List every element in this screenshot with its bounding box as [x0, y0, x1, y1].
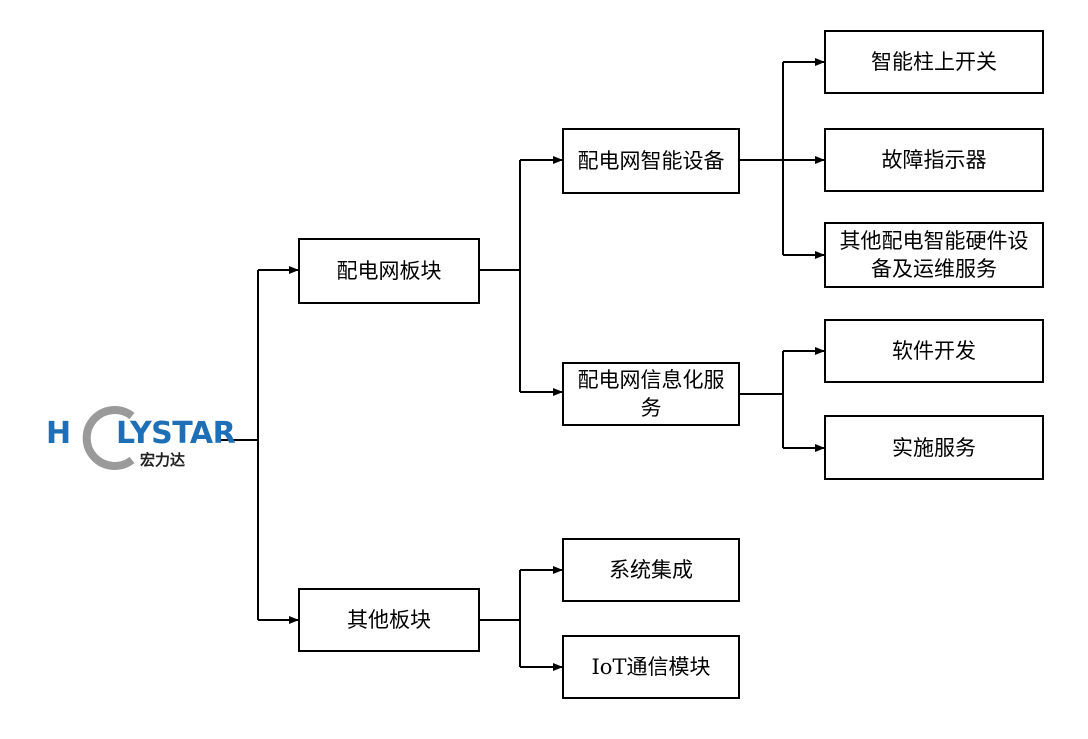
holystar-logo: H LYSTAR 宏力达: [46, 402, 236, 474]
logo-letter-h: H: [46, 416, 71, 451]
node-software-dev: 软件开发: [824, 319, 1044, 383]
node-dist-network: 配电网板块: [298, 238, 480, 304]
logo-chinese: 宏力达: [140, 451, 186, 469]
logo-wordmark: LYSTAR: [116, 416, 236, 451]
node-other: 其他板块: [298, 588, 480, 652]
node-implementation: 实施服务: [824, 415, 1044, 480]
node-fault-indicator: 故障指示器: [824, 128, 1044, 192]
node-other-hardware: 其他配电智能硬件设备及运维服务: [824, 222, 1044, 288]
node-pole-switch: 智能柱上开关: [824, 30, 1044, 94]
node-info-services: 配电网信息化服务: [562, 362, 740, 426]
node-iot-module: IoT通信模块: [562, 635, 740, 699]
logo-ring-icon: [82, 406, 135, 470]
node-system-integration: 系统集成: [562, 538, 740, 602]
node-smart-devices: 配电网智能设备: [562, 128, 740, 194]
